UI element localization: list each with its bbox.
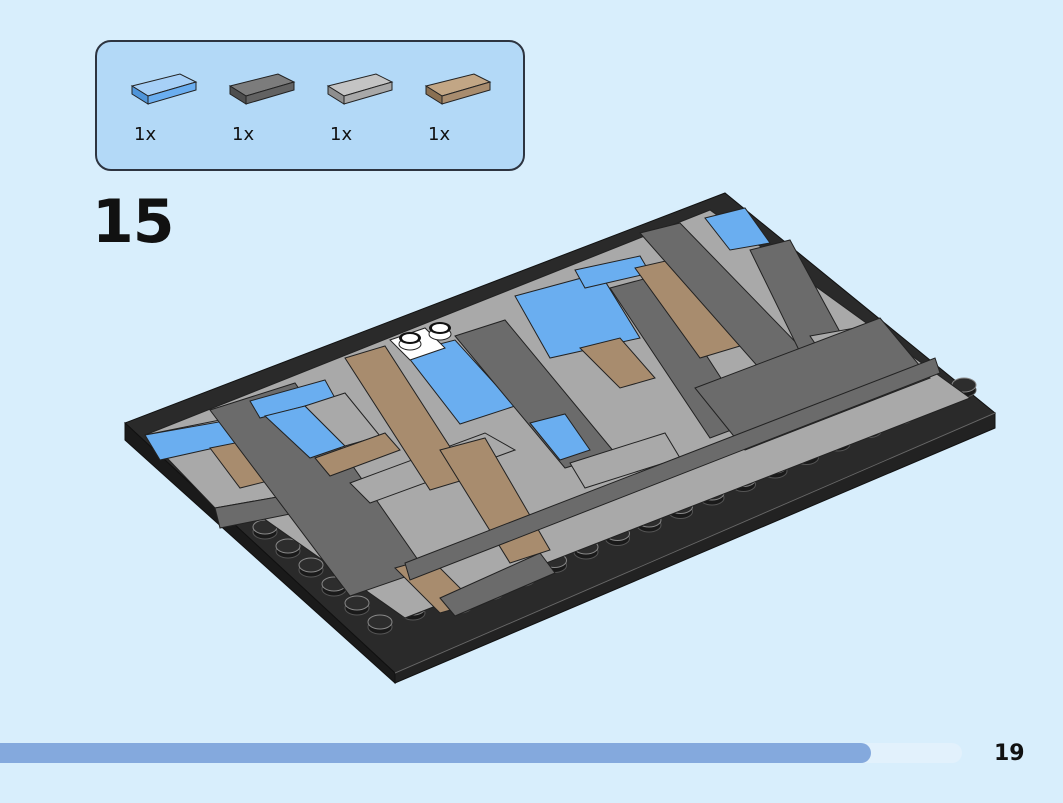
stud (344, 595, 370, 616)
stud (951, 377, 977, 398)
progress-bar (0, 743, 962, 763)
build-illustration (124, 192, 996, 685)
stud (275, 538, 301, 559)
tiled-surface (143, 207, 972, 619)
dark-gray-tile-icon (228, 73, 296, 105)
light-blue-tile-icon (130, 73, 198, 105)
stud (298, 557, 324, 578)
part-item: 1x (228, 72, 308, 152)
part-item: 1x (424, 72, 504, 152)
part-quantity: 1x (428, 124, 451, 145)
tan-tile-icon (424, 73, 492, 105)
page-number: 19 (994, 741, 1025, 766)
step-number: 15 (92, 187, 174, 257)
part-quantity: 1x (134, 124, 157, 145)
stud (252, 519, 278, 540)
progress-fill (0, 743, 871, 763)
light-gray-tile-icon (326, 73, 394, 105)
stud (367, 614, 393, 635)
part-quantity: 1x (330, 124, 353, 145)
white-studs (398, 322, 452, 351)
part-quantity: 1x (232, 124, 255, 145)
parts-callout: 1x 1x 1x 1x (95, 40, 525, 171)
part-item: 1x (130, 72, 210, 152)
part-item: 1x (326, 72, 406, 152)
